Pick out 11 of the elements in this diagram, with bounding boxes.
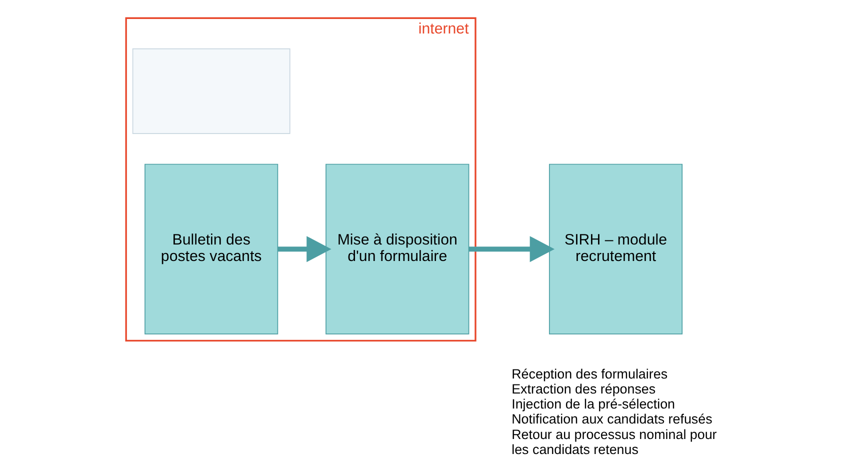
node-box: Bulletin des postes vacants bbox=[144, 164, 278, 334]
arrow bbox=[468, 236, 554, 262]
arrow bbox=[277, 236, 331, 262]
node-label: Injection de la pré-sélection bbox=[511, 396, 675, 412]
node-label: Notification aux candidats refusés bbox=[511, 412, 712, 427]
node-label: Extraction des réponses bbox=[511, 381, 656, 396]
node-label: Réception des formulaires bbox=[511, 366, 668, 382]
node-box bbox=[132, 48, 290, 134]
node-label: Retour au processus nominal pour les candidats retenus bbox=[511, 426, 716, 457]
node-box: SIRH – module recrutement bbox=[548, 164, 682, 334]
node-box: Mise à disposition d'un formulaire bbox=[325, 164, 469, 334]
